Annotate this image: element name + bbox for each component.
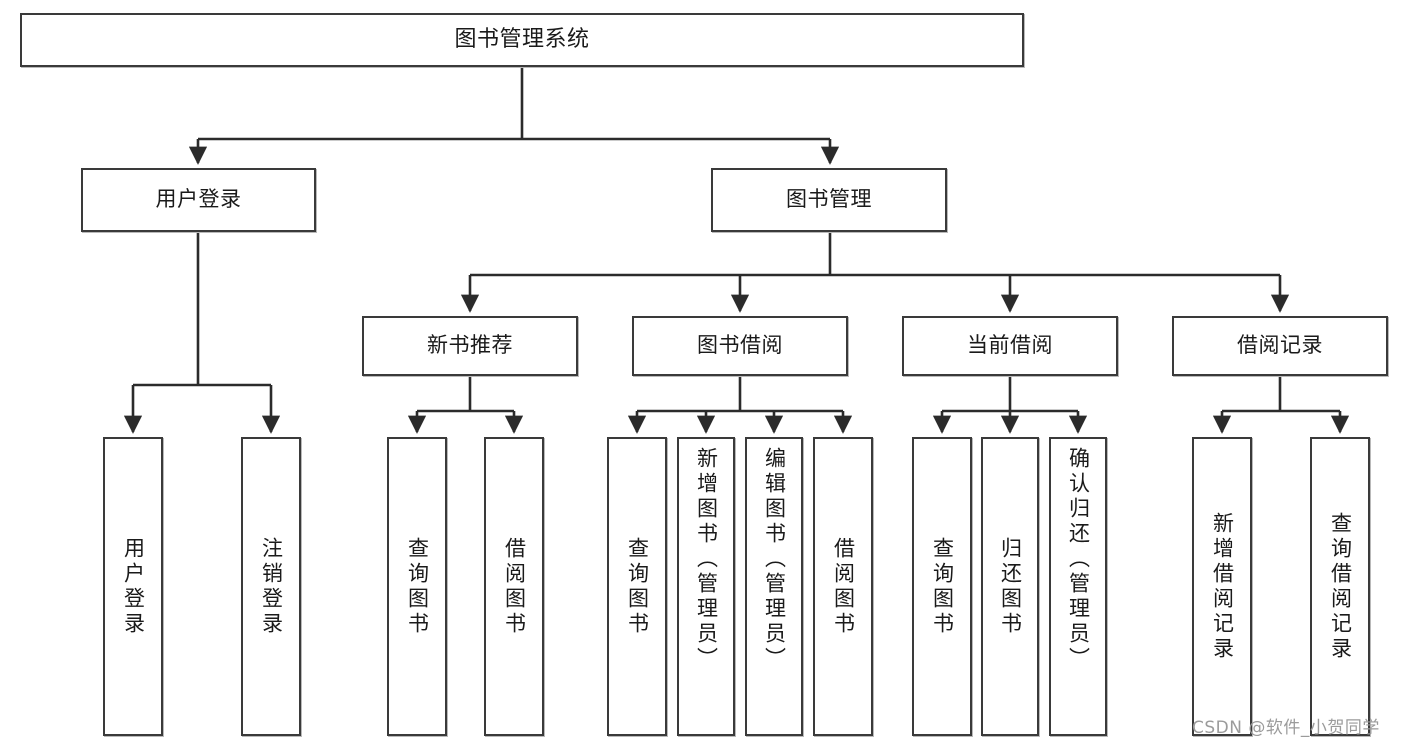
node-label: 查询借阅记录 [1328,511,1353,662]
node-leaf-confirm-return[interactable]: 确认归还（管理员） [1049,437,1107,736]
node-leaf-query-book-2[interactable]: 查询图书 [607,437,667,736]
node-label: 图书管理 [786,187,872,212]
node-borrow-record[interactable]: 借阅记录 [1172,316,1388,376]
node-leaf-edit-book[interactable]: 编辑图书（管理员） [745,437,803,736]
node-label: 新增借阅记录 [1210,511,1235,662]
node-leaf-return-book[interactable]: 归还图书 [981,437,1039,736]
node-new-book-recommend[interactable]: 新书推荐 [362,316,578,376]
node-book-borrow[interactable]: 图书借阅 [632,316,848,376]
node-current-borrow[interactable]: 当前借阅 [902,316,1118,376]
node-leaf-borrow-book-1[interactable]: 借阅图书 [484,437,544,736]
node-leaf-add-book[interactable]: 新增图书（管理员） [677,437,735,736]
node-label: 归还图书 [998,536,1023,637]
node-leaf-query-record[interactable]: 查询借阅记录 [1310,437,1370,736]
node-book-management[interactable]: 图书管理 [711,168,947,232]
node-leaf-logout[interactable]: 注销登录 [241,437,301,736]
node-leaf-borrow-book-2[interactable]: 借阅图书 [813,437,873,736]
node-label: 当前借阅 [967,333,1053,358]
node-label: 新增图书（管理员） [694,447,719,672]
node-label: 借阅图书 [502,536,527,637]
node-label: 用户登录 [155,187,242,212]
node-leaf-add-record[interactable]: 新增借阅记录 [1192,437,1252,736]
node-label: 确认归还（管理员） [1066,447,1091,672]
node-root-book-management-system[interactable]: 图书管理系统 [20,13,1024,67]
node-leaf-query-book-1[interactable]: 查询图书 [387,437,447,736]
node-label: 注销登录 [259,536,284,637]
node-label: 编辑图书（管理员） [762,447,787,672]
node-label: 借阅记录 [1237,333,1323,358]
node-leaf-user-login[interactable]: 用户登录 [103,437,163,736]
node-user-login[interactable]: 用户登录 [81,168,316,232]
node-label: 新书推荐 [427,333,513,358]
node-label: 查询图书 [930,536,955,637]
node-leaf-query-book-3[interactable]: 查询图书 [912,437,972,736]
node-label: 借阅图书 [831,536,856,637]
node-label: 查询图书 [405,536,430,637]
node-label: 用户登录 [121,536,146,637]
node-label: 图书管理系统 [454,26,590,52]
node-label: 图书借阅 [697,333,783,358]
node-label: 查询图书 [625,536,650,637]
